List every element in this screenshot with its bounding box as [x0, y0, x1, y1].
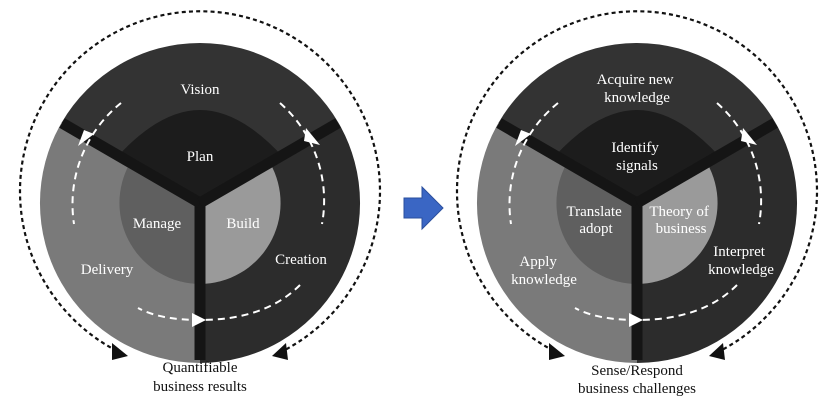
right-hub — [554, 110, 720, 205]
left-outer-dashed-arc — [18, 10, 382, 352]
right-interpret-line-1: Interpret — [713, 244, 765, 260]
right-apply-line-1: Apply — [519, 254, 557, 270]
right-translate-line-2: adopt — [579, 221, 613, 237]
left-black-arrowhead-right — [272, 343, 288, 360]
left-creation-label: Creation — [275, 252, 327, 268]
right-inner-arc-top — [508, 102, 559, 225]
left-black-arrowhead-left — [112, 343, 128, 360]
right-white-arrowhead-bottom — [629, 313, 643, 327]
right-inner-arc-right — [716, 102, 763, 225]
left-delivery-label: Delivery — [81, 262, 134, 278]
right-outer-dashed-arc — [455, 10, 819, 352]
right-results-line-2: business challenges — [578, 381, 696, 397]
right-identify-line-1: Identify — [611, 140, 659, 156]
left-plan-label: Plan — [187, 149, 214, 165]
left-white-arrowhead-right — [304, 128, 320, 145]
right-acquire-label: Acquire new knowledge — [597, 72, 678, 106]
right-acquire-line-2: knowledge — [604, 90, 670, 106]
left-white-arrowhead-left — [78, 130, 94, 146]
right-apply-label: Apply knowledge — [511, 254, 577, 288]
left-hub — [117, 110, 283, 205]
right-results-line-1: Sense/Respond — [591, 363, 683, 379]
right-arrow-icon — [403, 185, 444, 231]
right-identify-line-2: signals — [616, 158, 658, 174]
right-interpret-line-2: knowledge — [708, 262, 774, 278]
left-manage-label: Manage — [133, 216, 182, 232]
left-results-line-1: Quantifiable — [163, 360, 238, 376]
right-theory-line-1: Theory of — [649, 204, 709, 220]
right-black-arrowhead-right — [709, 343, 725, 360]
left-inner-arc-top — [71, 102, 122, 225]
right-cycle: Acquire new knowledge Apply knowledge In… — [455, 10, 819, 397]
left-vision-label: Vision — [180, 82, 220, 98]
left-inner-arc-right — [279, 102, 326, 225]
left-build-label: Build — [226, 216, 260, 232]
right-identify-label: Identify signals — [611, 140, 662, 174]
left-results-line-2: business results — [153, 379, 247, 395]
right-black-arrowhead-left — [549, 343, 565, 360]
right-translate-line-1: Translate — [566, 204, 622, 220]
right-theory-label: Theory of business — [649, 204, 712, 237]
right-apply-line-2: knowledge — [511, 272, 577, 288]
right-theory-line-2: business — [656, 221, 707, 237]
right-interpret-label: Interpret knowledge — [708, 244, 774, 278]
left-cycle: Vision Delivery Creation Plan Manage Bui… — [18, 10, 382, 395]
right-white-arrowhead-right — [741, 128, 757, 145]
right-translate-label: Translate adopt — [566, 204, 625, 237]
right-acquire-line-1: Acquire new — [597, 72, 674, 88]
right-white-arrowhead-left — [515, 130, 531, 146]
left-white-arrowhead-bottom — [192, 313, 206, 327]
